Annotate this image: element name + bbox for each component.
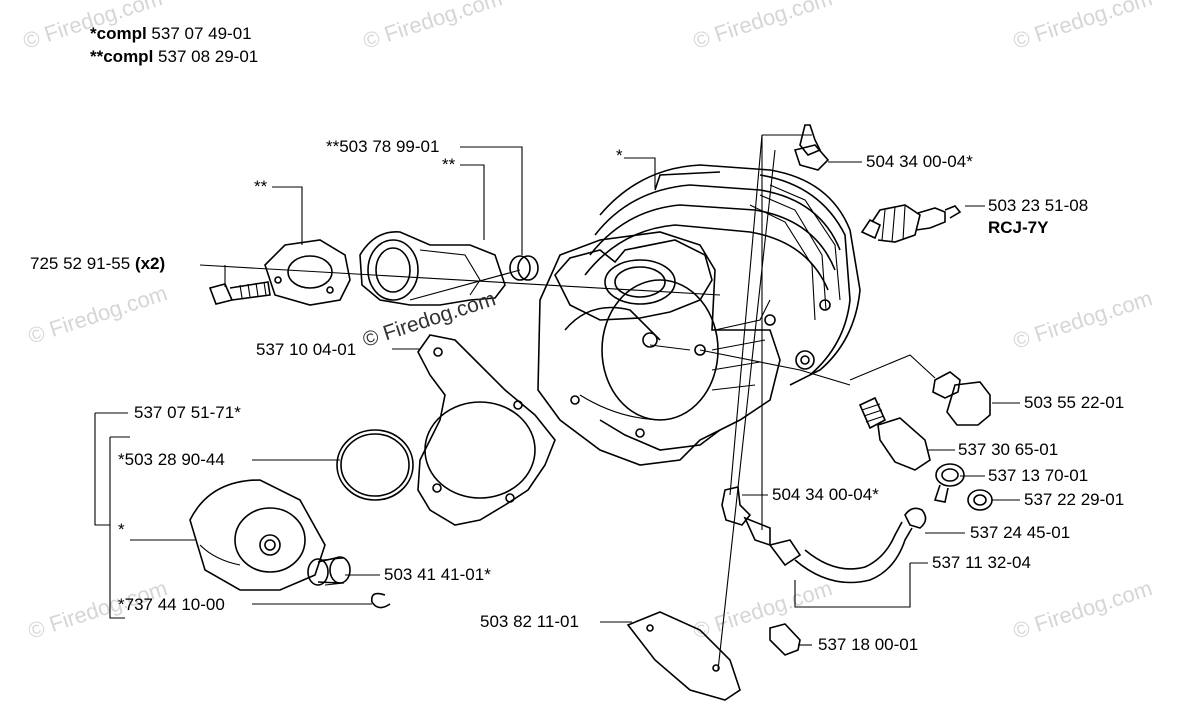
filter xyxy=(769,623,801,656)
part-label: 503 41 41-01* xyxy=(384,565,491,584)
part-label: 503 82 11-01 xyxy=(480,612,579,631)
exhaust-gasket xyxy=(626,611,741,701)
part-label: 537 22 29-01 xyxy=(1024,490,1125,509)
impulse-hose xyxy=(768,521,913,584)
part-label: 537 07 51-71* xyxy=(134,403,241,422)
nut xyxy=(967,489,993,511)
spark-plug-type: RCJ-7Y xyxy=(988,218,1049,237)
part-label: 537 18 00-01 xyxy=(818,635,919,654)
bushing xyxy=(509,255,539,281)
kit-line-2: **compl 537 08 29-01 xyxy=(90,47,258,67)
part-label: ** xyxy=(442,155,456,174)
intake-manifold xyxy=(359,231,506,306)
hose-clamp xyxy=(904,507,927,529)
part-label-screw: 725 52 91-55 (x2) xyxy=(30,254,165,274)
part-label: * xyxy=(118,520,125,539)
kit-1-number: 537 07 49-01 xyxy=(151,24,252,43)
part-label: 537 24 45-01 xyxy=(970,523,1071,542)
piston-ring xyxy=(336,429,414,501)
plug-screw xyxy=(932,371,991,426)
part-label: * xyxy=(616,146,623,165)
piston xyxy=(189,479,326,591)
spark-plug xyxy=(860,204,962,243)
quantity: (x2) xyxy=(134,254,166,273)
part-label: 537 11 32-04 xyxy=(932,553,1031,572)
part-label: *503 28 90-44 xyxy=(118,450,225,469)
part-label: *737 44 10-00 xyxy=(118,595,225,614)
part-label: ** xyxy=(254,177,268,196)
top-fitting xyxy=(793,124,830,171)
elbow-fitting xyxy=(721,486,771,547)
needle-bearing xyxy=(307,556,351,586)
part-label: **503 78 99-01 xyxy=(326,137,440,156)
part-label: 504 34 00-04* xyxy=(772,485,879,504)
circlip xyxy=(370,592,391,609)
part-label: 537 10 04-01 xyxy=(256,340,357,359)
part-label: 503 23 51-08 xyxy=(988,196,1089,215)
part-label: 537 13 70-01 xyxy=(988,466,1089,485)
kit-2-number: 537 08 29-01 xyxy=(158,47,259,66)
decompression-valve xyxy=(858,396,931,471)
cylinder-gasket xyxy=(417,334,556,526)
part-number: 725 52 91-55 xyxy=(30,254,131,273)
cylinder xyxy=(537,164,861,466)
washer xyxy=(933,463,965,503)
kit-2-label: **compl xyxy=(90,47,154,66)
part-label: 504 34 00-04* xyxy=(866,152,973,171)
part-label: 537 30 65-01 xyxy=(958,440,1059,459)
screw xyxy=(208,281,271,305)
kit-line-1: *compl 537 07 49-01 xyxy=(90,24,252,44)
part-label: 503 55 22-01 xyxy=(1024,393,1125,412)
leader-lines xyxy=(94,134,1020,671)
kit-1-label: *compl xyxy=(90,24,147,43)
intake-gasket xyxy=(264,239,351,306)
